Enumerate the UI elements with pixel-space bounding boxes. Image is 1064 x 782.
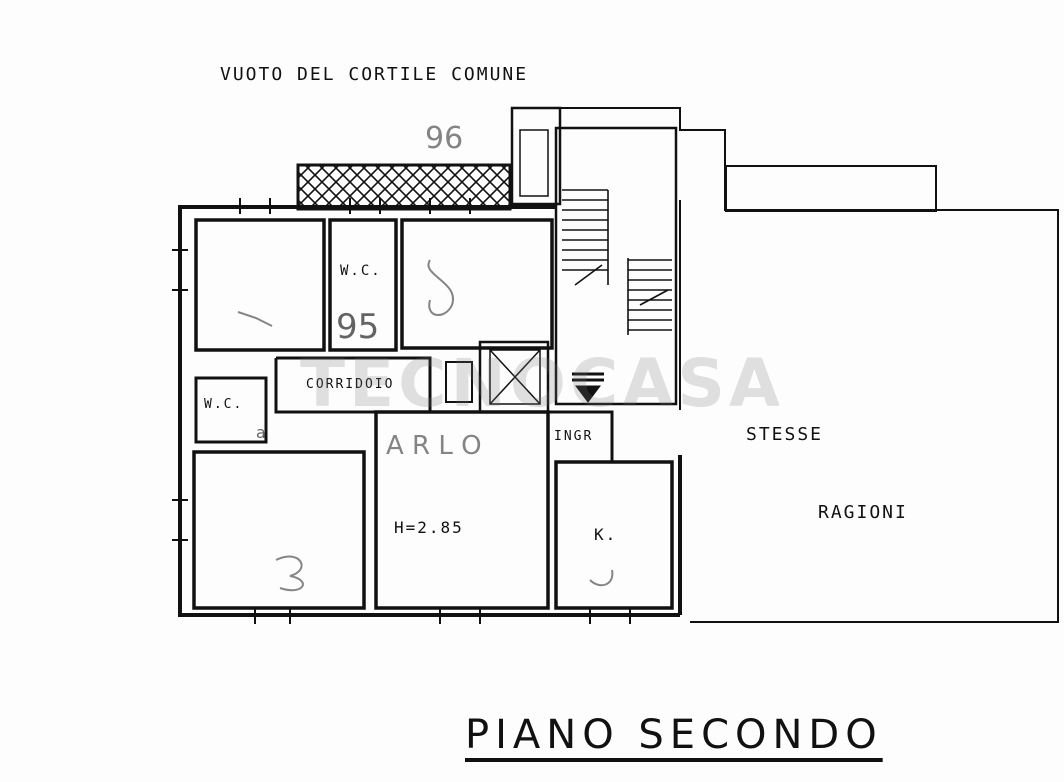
handwritten-top-number: 96: [425, 121, 463, 156]
handwritten-entrance-mark: A R L O: [386, 431, 482, 461]
entrance-arrow-icon: [572, 372, 604, 403]
side-note-line1: STESSE: [746, 424, 823, 445]
handwritten-mark-kitchen: [589, 569, 614, 587]
handwritten-sub-mark: a: [256, 423, 266, 442]
handwritten-wc-number: 95: [336, 307, 379, 347]
handwritten-mark-3: [275, 555, 304, 592]
entrance-label: INGR: [554, 429, 593, 444]
kitchen-label: K.: [594, 525, 617, 544]
top-note: VUOTO DEL CORTILE COMUNE: [220, 64, 528, 85]
elevator: [478, 340, 550, 414]
handwritten-mark-1: [237, 311, 273, 327]
neighbour-outline: [560, 107, 1059, 623]
apartment-walls: [178, 205, 682, 617]
stairwell: [554, 126, 678, 406]
hatched-terrace: [296, 163, 512, 211]
wc-top-label: W.C.: [340, 263, 382, 279]
height-label: H=2.85: [394, 518, 464, 537]
corridor-label: CORRIDOIO: [306, 377, 394, 392]
side-note-line2: RAGIONI: [818, 502, 908, 523]
window-marks: [172, 198, 631, 624]
corridor-closet: [445, 361, 473, 403]
wc-left-label: W.C.: [204, 397, 243, 412]
top-shaft: [510, 106, 562, 206]
watermark: TECNOCASA: [300, 345, 785, 422]
page-title: PIANO SECONDO: [465, 712, 883, 758]
handwritten-mark-5: [427, 259, 455, 316]
